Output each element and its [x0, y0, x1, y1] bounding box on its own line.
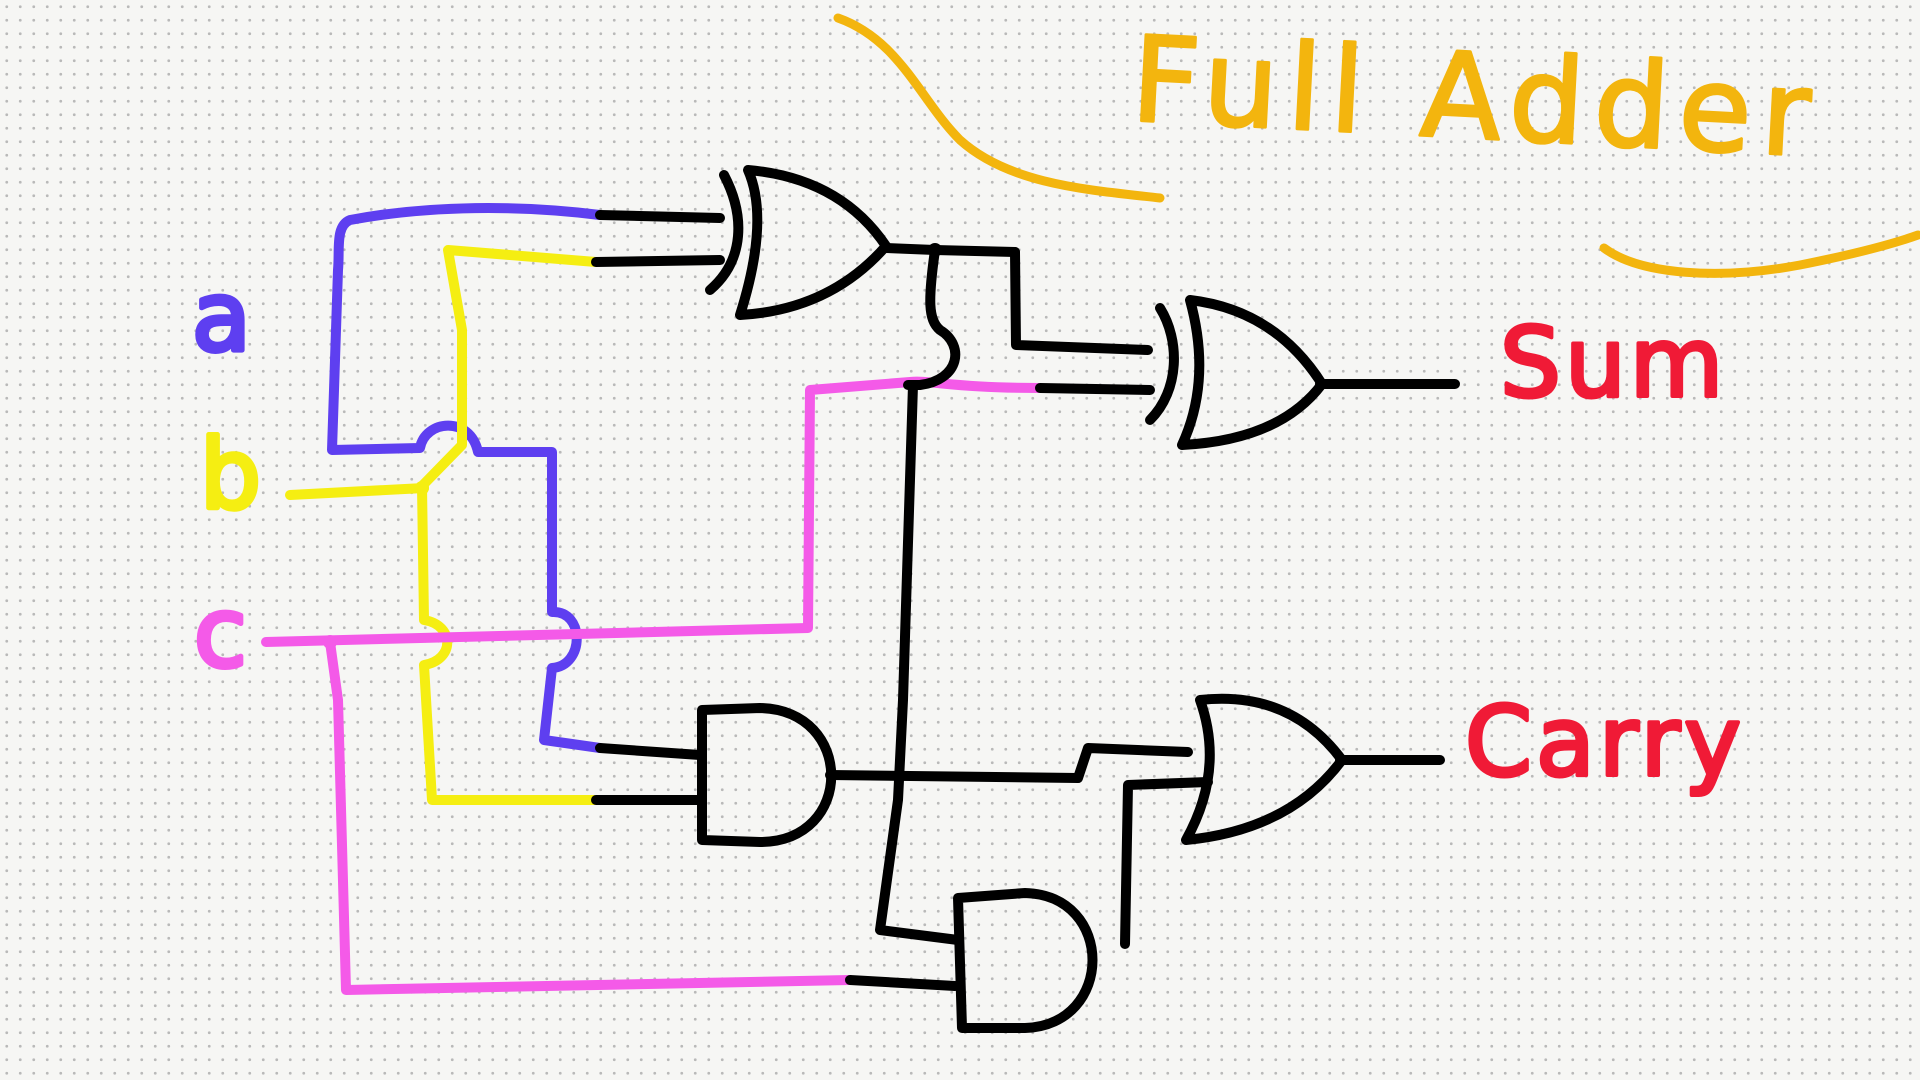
or-gate — [1181, 693, 1347, 845]
xor-gate-1 — [705, 165, 891, 320]
junction-dots — [323, 243, 942, 649]
wire-a — [327, 203, 605, 753]
output-label-sum: Sum — [1500, 307, 1727, 419]
input-label-b: b — [200, 419, 261, 531]
and-gate-1 — [697, 703, 837, 847]
title-swoosh-left — [833, 13, 1165, 203]
xor-gate-2 — [1145, 295, 1327, 450]
diagram-title: Full Adder — [1129, 10, 1824, 184]
wire-c — [261, 376, 1045, 995]
title-swoosh-right — [1599, 230, 1920, 278]
output-label-carry: Carry — [1465, 686, 1745, 798]
input-label-a: a — [192, 261, 251, 373]
input-label-c: c — [194, 577, 247, 689]
title-decoration — [833, 13, 1920, 278]
gate-wiring — [591, 210, 1460, 991]
and-gate-2 — [953, 888, 1098, 1033]
